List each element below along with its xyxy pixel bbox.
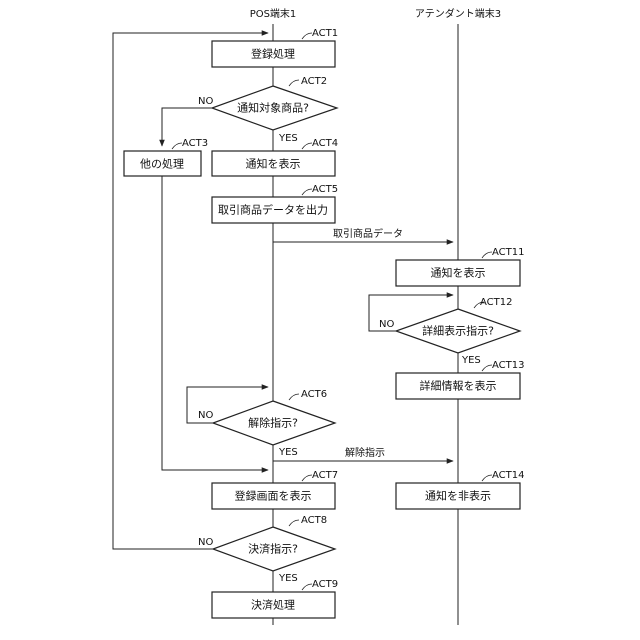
step-act5: 取引商品データを出力 ACT5 (212, 184, 338, 223)
act6-no-label: NO (198, 410, 213, 421)
act2-yes-label: YES (278, 133, 298, 144)
act2-id: ACT2 (301, 76, 327, 87)
step-act11: 通知を表示 ACT11 (396, 247, 524, 286)
act1-id: ACT1 (312, 28, 338, 39)
step-act13: 詳細情報を表示 ACT13 (396, 360, 524, 399)
act12-yes-label: YES (461, 355, 481, 366)
step-act14: 通知を非表示 ACT14 (396, 470, 524, 509)
act1-callout (302, 33, 312, 39)
act3-id: ACT3 (182, 138, 208, 149)
act13-id: ACT13 (492, 360, 524, 371)
step-act7: 登録画面を表示 ACT7 (212, 470, 338, 509)
act2-no-label: NO (198, 96, 213, 107)
act14-label: 通知を非表示 (425, 489, 491, 503)
act8-label: 決済指示? (248, 542, 298, 556)
act13-label: 詳細情報を表示 (420, 379, 497, 393)
lane-title-pos: POS端末1 (250, 7, 297, 20)
act12-id: ACT12 (480, 297, 512, 308)
act11-id: ACT11 (492, 247, 524, 258)
step-act3: 他の処理 ACT3 (124, 138, 208, 176)
step-act12: 詳細表示指示? ACT12 NO YES (379, 297, 520, 366)
act2-label: 通知対象商品? (237, 101, 309, 115)
step-act8: 決済指示? ACT8 NO YES (198, 515, 335, 584)
act1-label: 登録処理 (251, 47, 295, 61)
act3-callout (172, 143, 182, 149)
act7-label: 登録画面を表示 (235, 489, 312, 503)
act4-callout (302, 143, 312, 149)
act5-callout (302, 189, 312, 195)
act4-label: 通知を表示 (246, 157, 301, 171)
act8-yes-label: YES (278, 573, 298, 584)
act2-callout (289, 80, 299, 86)
act13-callout (482, 365, 492, 371)
act7-id: ACT7 (312, 470, 338, 481)
act8-no-label: NO (198, 537, 213, 548)
act9-id: ACT9 (312, 579, 338, 590)
step-act4: 通知を表示 ACT4 (212, 138, 338, 176)
act9-label: 決済処理 (251, 598, 295, 612)
act7-callout (302, 475, 312, 481)
act6-callout (289, 394, 299, 400)
act8-id: ACT8 (301, 515, 327, 526)
act12-label: 詳細表示指示? (422, 324, 494, 338)
step-act2: 通知対象商品? ACT2 NO YES (198, 76, 337, 144)
act11-callout (482, 252, 492, 258)
step-act6: 解除指示? ACT6 NO YES (198, 389, 335, 458)
act14-callout (482, 475, 492, 481)
act8-callout (289, 520, 299, 526)
act6-id: ACT6 (301, 389, 327, 400)
lane-title-attendant: アテンダント端末3 (415, 7, 501, 20)
step-act1: 登録処理 ACT1 (212, 28, 338, 67)
act11-label: 通知を表示 (431, 266, 486, 280)
act12-no-label: NO (379, 319, 394, 330)
act5-label: 取引商品データを出力 (218, 203, 328, 217)
act3-label: 他の処理 (140, 158, 184, 171)
act9-callout (302, 584, 312, 590)
step-act9: 決済処理 ACT9 (212, 579, 338, 618)
act14-id: ACT14 (492, 470, 524, 481)
act6-yes-label: YES (278, 447, 298, 458)
message-transaction-data-label: 取引商品データ (333, 227, 403, 240)
act5-id: ACT5 (312, 184, 338, 195)
act6-label: 解除指示? (248, 416, 298, 430)
message-release-label: 解除指示 (345, 446, 385, 459)
act4-id: ACT4 (312, 138, 338, 149)
